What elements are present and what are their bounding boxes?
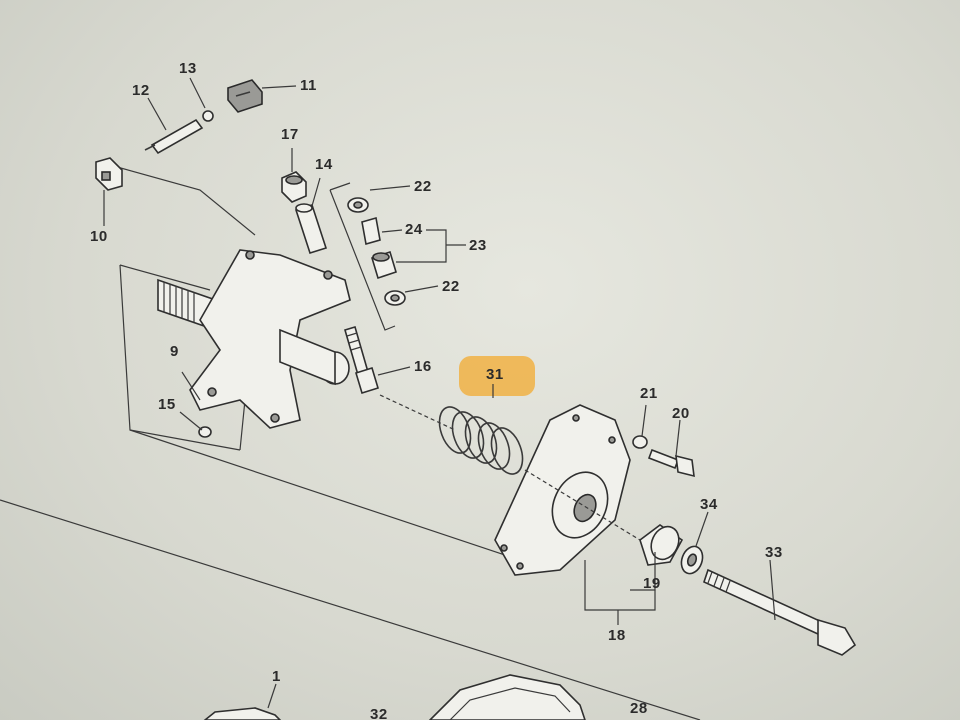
label-21: 21 bbox=[640, 385, 658, 402]
label-16: 16 bbox=[414, 358, 432, 375]
frame-lines bbox=[0, 164, 701, 720]
part-12-pin bbox=[144, 118, 204, 155]
label-1: 1 bbox=[272, 668, 281, 685]
parts-22-24-group bbox=[329, 182, 406, 331]
leader-lines bbox=[103, 77, 776, 709]
part-16-bolt bbox=[344, 326, 379, 395]
label-14: 14 bbox=[315, 156, 333, 173]
part-33-bolt bbox=[703, 568, 857, 656]
part-31-spring bbox=[438, 406, 524, 475]
label-15: 15 bbox=[158, 396, 176, 413]
label-12: 12 bbox=[132, 82, 150, 99]
label-13: 13 bbox=[179, 60, 197, 77]
label-28: 28 bbox=[630, 700, 648, 717]
label-34: 34 bbox=[700, 496, 718, 513]
part-18-cover bbox=[494, 404, 631, 576]
highlight-31 bbox=[459, 356, 535, 396]
part-34-washer bbox=[680, 545, 704, 575]
label-19: 19 bbox=[643, 575, 661, 592]
part-14-sleeve bbox=[294, 203, 328, 254]
part-19-bushing bbox=[639, 524, 684, 566]
label-11: 11 bbox=[300, 77, 317, 94]
part-21-washer bbox=[632, 435, 648, 449]
bottom-parts bbox=[203, 674, 586, 720]
part-20-bolt bbox=[647, 448, 695, 478]
label-9: 9 bbox=[170, 343, 179, 360]
label-10: 10 bbox=[90, 228, 108, 245]
label-22-top: 22 bbox=[414, 178, 432, 195]
label-20: 20 bbox=[672, 405, 690, 422]
part-11-clip bbox=[227, 79, 263, 113]
part-10-block bbox=[95, 157, 123, 191]
label-23: 23 bbox=[469, 237, 487, 254]
label-22-bottom: 22 bbox=[442, 278, 460, 295]
part-9-housing bbox=[157, 249, 351, 438]
label-31: 31 bbox=[486, 366, 504, 383]
label-18: 18 bbox=[608, 627, 626, 644]
label-24: 24 bbox=[405, 221, 423, 238]
part-17-nut bbox=[281, 171, 307, 203]
label-33: 33 bbox=[765, 544, 783, 561]
part-13-ring bbox=[202, 110, 214, 122]
assembly-axis bbox=[379, 394, 641, 541]
label-17: 17 bbox=[281, 126, 299, 143]
label-32: 32 bbox=[370, 706, 388, 720]
